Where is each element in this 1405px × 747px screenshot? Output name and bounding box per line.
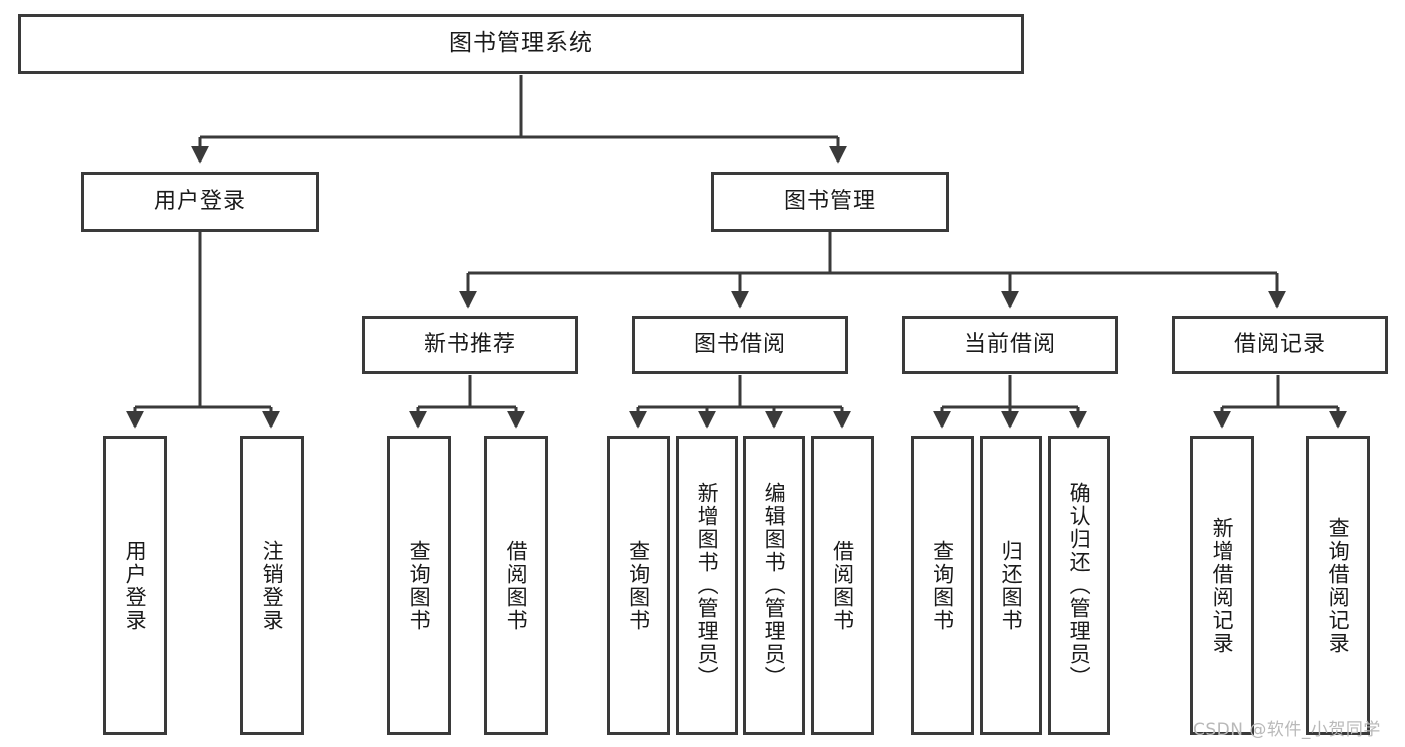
leaf-add-book-admin[interactable]: 新增图书（管理员） (676, 436, 738, 735)
leaf-return-book[interactable]: 归还图书 (980, 436, 1042, 735)
node-new-book-recommend[interactable]: 新书推荐 (362, 316, 578, 374)
leaf-borrow-book-recommend[interactable]: 借阅图书 (484, 436, 548, 735)
leaf-query-borrow-record[interactable]: 查询借阅记录 (1306, 436, 1370, 735)
node-borrow-record[interactable]: 借阅记录 (1172, 316, 1388, 374)
leaf-add-borrow-record[interactable]: 新增借阅记录 (1190, 436, 1254, 735)
leaf-borrow-book[interactable]: 借阅图书 (811, 436, 874, 735)
node-book-management[interactable]: 图书管理 (711, 172, 949, 232)
node-current-borrow[interactable]: 当前借阅 (902, 316, 1118, 374)
leaf-confirm-return-admin[interactable]: 确认归还（管理员） (1048, 436, 1110, 735)
node-book-borrow[interactable]: 图书借阅 (632, 316, 848, 374)
leaf-query-book-recommend[interactable]: 查询图书 (387, 436, 451, 735)
leaf-query-book-current[interactable]: 查询图书 (911, 436, 974, 735)
node-user-login[interactable]: 用户登录 (81, 172, 319, 232)
leaf-user-login[interactable]: 用户登录 (103, 436, 167, 735)
node-root-system[interactable]: 图书管理系统 (18, 14, 1024, 74)
leaf-query-book-borrow[interactable]: 查询图书 (607, 436, 670, 735)
leaf-edit-book-admin[interactable]: 编辑图书（管理员） (743, 436, 805, 735)
leaf-logout[interactable]: 注销登录 (240, 436, 304, 735)
